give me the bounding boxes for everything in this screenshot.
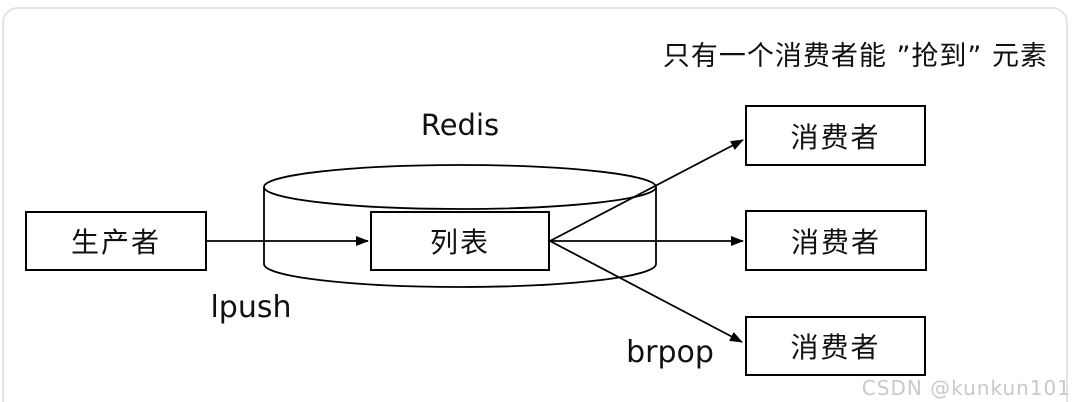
consumer-1-label: 消费者	[790, 120, 881, 154]
arrow-brpop-consumer-1	[549, 139, 744, 242]
arrow-brpop-consumer-3	[549, 240, 743, 343]
cylinder-bottom-arc	[263, 263, 657, 288]
consumer-box-2: 消费者	[745, 210, 927, 271]
list-label: 列表	[429, 226, 490, 259]
note-only-one-consumer: 只有一个消费者能 ”抢到” 元素	[662, 41, 1048, 72]
producer-label: 生产者	[70, 226, 161, 259]
cylinder-top-ellipse	[263, 164, 657, 210]
lpush-label: lpush	[210, 290, 292, 325]
brpop-label: brpop	[626, 335, 714, 370]
csdn-watermark: CSDN @kunkun101	[861, 376, 1071, 400]
redis-cylinder-shape	[263, 164, 657, 288]
producer-box: 生产者	[25, 211, 207, 271]
consumer-2-label: 消费者	[790, 225, 881, 259]
consumer-3-label: 消费者	[790, 331, 881, 364]
consumer-box-3: 消费者	[745, 316, 926, 376]
redis-label: Redis	[420, 108, 500, 142]
consumer-box-1: 消费者	[745, 105, 926, 166]
list-box: 列表	[370, 211, 550, 271]
